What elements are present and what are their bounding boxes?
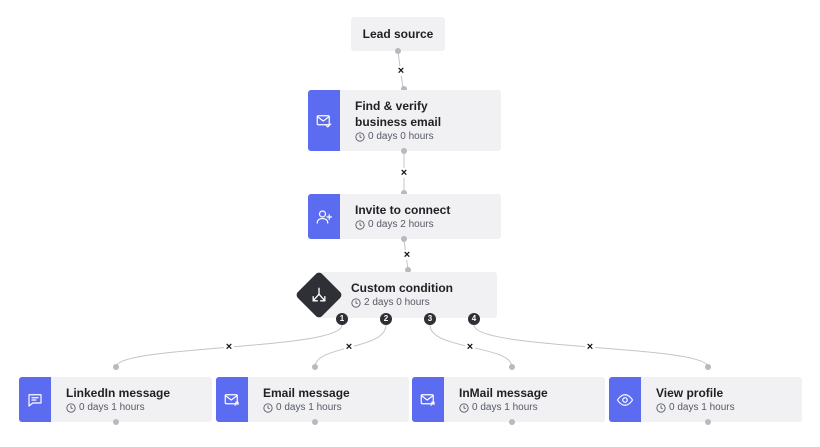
connection-dot <box>401 190 407 196</box>
connection-dot <box>113 419 119 425</box>
message-icon <box>19 377 51 422</box>
view-profile-duration: 0 days 1 hours <box>656 402 735 413</box>
lead-source-title: Lead source <box>362 27 434 41</box>
email-message-title: Email message <box>263 386 350 400</box>
find-verify-title-line2: business email <box>355 115 442 129</box>
connection-dot <box>401 148 407 154</box>
connection-dot <box>705 364 711 370</box>
clock-icon <box>355 219 365 230</box>
clock-icon <box>351 297 361 308</box>
mail-send-icon <box>412 377 444 422</box>
branch-badge-1: 1 <box>336 313 348 325</box>
condition-duration: 2 days 0 hours <box>351 297 430 308</box>
invite-node[interactable]: Invite to connect 0 days 2 hours <box>308 194 501 239</box>
duration-text: 0 days 0 hours <box>368 131 434 142</box>
branch-badge-4: 4 <box>468 313 480 325</box>
duration-text: 0 days 1 hours <box>79 402 145 413</box>
connection-dot <box>509 419 515 425</box>
find-verify-node[interactable]: Find & verify business email 0 days 0 ho… <box>308 90 501 151</box>
connection-dot <box>312 364 318 370</box>
duration-text: 0 days 1 hours <box>669 402 735 413</box>
clock-icon <box>263 402 273 413</box>
duration-text: 2 days 0 hours <box>364 297 430 308</box>
user-plus-icon <box>308 194 340 239</box>
inmail-message-node[interactable]: InMail message 0 days 1 hours <box>412 377 605 422</box>
clock-icon <box>656 402 666 413</box>
connection-dot <box>705 419 711 425</box>
remove-connection-button[interactable]: × <box>344 341 354 353</box>
linkedin-message-title: LinkedIn message <box>66 386 171 400</box>
connection-dot <box>509 364 515 370</box>
eye-icon <box>609 377 641 422</box>
connection-dot <box>401 236 407 242</box>
remove-connection-button[interactable]: × <box>465 341 475 353</box>
invite-title: Invite to connect <box>355 203 451 217</box>
connection-dot <box>401 86 407 92</box>
email-message-node[interactable]: Email message 0 days 1 hours <box>216 377 409 422</box>
mail-check-icon <box>308 90 340 151</box>
connection-dot <box>312 419 318 425</box>
find-verify-duration: 0 days 0 hours <box>355 131 434 142</box>
remove-connection-button[interactable]: × <box>396 65 406 77</box>
clock-icon <box>66 402 76 413</box>
remove-connection-button[interactable]: × <box>402 249 412 261</box>
mail-send-icon <box>216 377 248 422</box>
lead-source-node[interactable]: Lead source <box>351 17 445 51</box>
duration-text: 0 days 1 hours <box>472 402 538 413</box>
split-icon <box>312 287 326 302</box>
email-message-duration: 0 days 1 hours <box>263 402 342 413</box>
inmail-message-duration: 0 days 1 hours <box>459 402 538 413</box>
condition-node[interactable]: Custom condition 2 days 0 hours <box>320 272 497 318</box>
connection-dot <box>395 48 401 54</box>
linkedin-message-node[interactable]: LinkedIn message 0 days 1 hours <box>19 377 212 422</box>
remove-connection-button[interactable]: × <box>224 341 234 353</box>
remove-connection-button[interactable]: × <box>585 341 595 353</box>
branch-badge-2: 2 <box>380 313 392 325</box>
linkedin-message-duration: 0 days 1 hours <box>66 402 145 413</box>
condition-title: Custom condition <box>351 281 453 295</box>
duration-text: 0 days 1 hours <box>276 402 342 413</box>
clock-icon <box>459 402 469 413</box>
inmail-message-title: InMail message <box>459 386 548 400</box>
find-verify-title-line1: Find & verify <box>355 99 428 113</box>
view-profile-node[interactable]: View profile 0 days 1 hours <box>609 377 802 422</box>
connection-dot <box>113 364 119 370</box>
clock-icon <box>355 131 365 142</box>
remove-connection-button[interactable]: × <box>399 167 409 179</box>
invite-duration: 0 days 2 hours <box>355 219 434 230</box>
view-profile-title: View profile <box>656 386 724 400</box>
duration-text: 0 days 2 hours <box>368 219 434 230</box>
connection-dot <box>405 267 411 273</box>
branch-badge-3: 3 <box>424 313 436 325</box>
